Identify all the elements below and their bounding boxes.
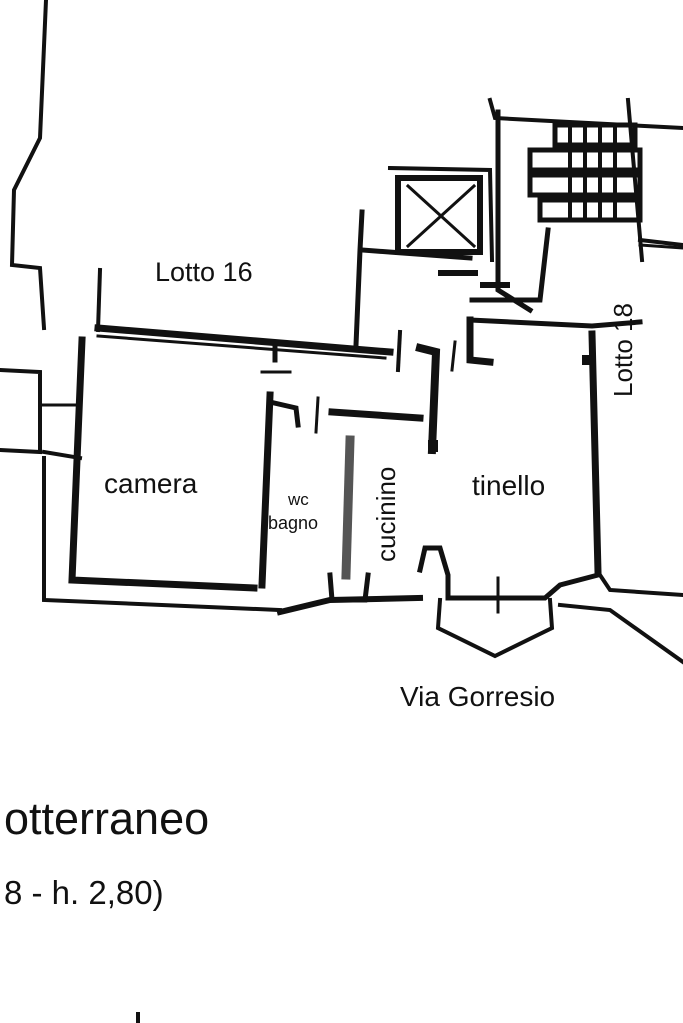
central-block bbox=[353, 209, 365, 348]
cucinino-pier bbox=[417, 545, 451, 601]
cucinino-right-wall bbox=[415, 343, 441, 455]
camera-right-wall bbox=[258, 391, 274, 589]
tinello-left-stub bbox=[466, 316, 494, 366]
stairs-block bbox=[469, 227, 551, 303]
lift-cross bbox=[405, 183, 477, 249]
cucinino-door bbox=[450, 340, 457, 372]
wc-top-wall bbox=[328, 408, 424, 422]
top-wall-inner bbox=[96, 334, 387, 360]
cucinino-left-wall bbox=[395, 329, 403, 373]
tinello-right-wall bbox=[588, 330, 602, 576]
tinello-right-outer bbox=[595, 569, 683, 598]
lift-outer bbox=[387, 165, 495, 263]
wc-door-1 bbox=[314, 396, 320, 434]
tinello-top-wall bbox=[467, 317, 643, 329]
tinello-bottom bbox=[445, 571, 602, 601]
room-label-tinello: tinello bbox=[472, 470, 546, 501]
camera-outer bbox=[68, 336, 258, 592]
top-wall bbox=[94, 324, 394, 356]
room-label-camera: camera bbox=[104, 468, 198, 499]
lot-16-label: Lotto 16 bbox=[155, 257, 253, 287]
floor-subcaption: 8 - h. 2,80) bbox=[4, 874, 164, 911]
lot16-left-wall bbox=[95, 267, 103, 333]
room-label-bagno: bagno bbox=[268, 513, 319, 533]
left-balcony bbox=[0, 367, 42, 455]
outer-boundary-left bbox=[9, 0, 49, 331]
room-label-cucinino: cucinino bbox=[371, 466, 401, 562]
door-swing-mark-2 bbox=[480, 282, 510, 288]
bay-window bbox=[435, 597, 555, 659]
lift-shaft bbox=[395, 175, 483, 255]
lot18-boundary bbox=[638, 243, 683, 250]
wc-cucinino-wall bbox=[341, 435, 355, 580]
door-swing-mark bbox=[438, 270, 478, 276]
stairs-top-right bbox=[637, 237, 683, 248]
camera-door-jamb bbox=[267, 399, 301, 428]
street-label: Via Gorresio bbox=[400, 681, 556, 712]
camera-outer-double bbox=[42, 456, 283, 613]
stairs-left bbox=[495, 109, 534, 314]
floor-caption: otterraneo bbox=[4, 793, 210, 844]
pillar-center bbox=[428, 440, 438, 452]
room-label-wc: wc bbox=[288, 490, 309, 509]
bottom-pier-1 bbox=[327, 572, 371, 603]
stair-treads bbox=[527, 122, 643, 223]
pillar-right bbox=[582, 355, 594, 365]
lot-18-label: Lotto 18 bbox=[608, 303, 638, 397]
bottom-right-outer bbox=[557, 602, 683, 665]
